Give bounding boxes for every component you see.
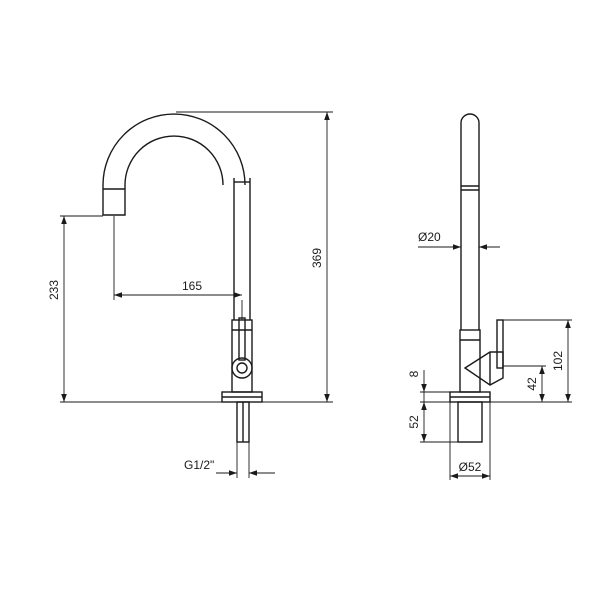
dim-thread-label: G1/2" <box>184 458 214 472</box>
dim-d20-label: Ø20 <box>418 230 441 244</box>
spout-arc-inner <box>124 135 224 186</box>
side-tube <box>460 113 480 330</box>
dim-102-label: 102 <box>551 351 565 371</box>
spout-nozzle <box>102 185 126 216</box>
side-shank <box>457 401 483 443</box>
dim-52-label: 52 <box>407 415 421 429</box>
shank <box>236 401 250 443</box>
dim-165-label: 165 <box>182 279 202 293</box>
faucet-body <box>231 317 253 393</box>
dim-d52-label: Ø52 <box>459 460 482 474</box>
dim-42-label: 42 <box>525 377 539 391</box>
dim-8-label: 8 <box>407 370 421 377</box>
side-view: Ø20 102 42 8 52 Ø52 <box>407 113 572 480</box>
dim-233-label: 233 <box>47 280 61 300</box>
side-extension-lines <box>420 319 572 480</box>
spout-arc-outer <box>102 113 246 186</box>
dim-369-label: 369 <box>310 248 324 268</box>
front-view: 233 369 165 G1/2" <box>47 111 333 478</box>
spout-vertical-tube <box>233 178 251 320</box>
